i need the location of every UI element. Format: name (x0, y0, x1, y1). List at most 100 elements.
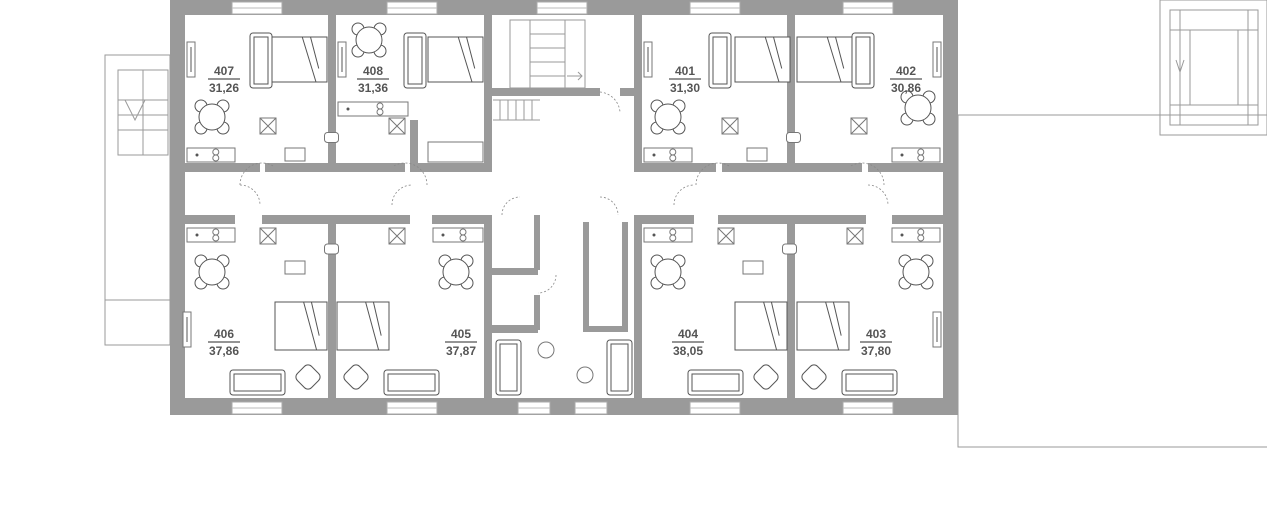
bed (274, 301, 328, 351)
unit-area: 31,36 (358, 81, 388, 95)
window (536, 1, 588, 15)
door-swing (850, 162, 885, 186)
tv-unit (932, 41, 942, 78)
right-external-stair (1159, 0, 1267, 136)
dining-table (194, 254, 230, 290)
window (842, 1, 894, 15)
unit-label-407: 407 31,26 (208, 64, 240, 95)
bed (796, 36, 853, 83)
kitchenette (643, 227, 693, 243)
bathroom-fixtures (721, 117, 868, 162)
planter (537, 341, 555, 359)
window (689, 1, 741, 15)
wardrobe (427, 141, 484, 163)
unit-label-403: 403 37,80 (860, 327, 892, 358)
dining-table (438, 254, 474, 290)
window (386, 1, 438, 15)
kitchenette (186, 227, 236, 243)
sofa (229, 369, 286, 396)
windows (231, 1, 894, 415)
unit-label-404: 404 38,05 (672, 327, 704, 358)
dining-table (650, 99, 686, 135)
tv-unit (932, 311, 942, 348)
window (689, 401, 741, 415)
bed (734, 36, 791, 83)
left-external-stair (104, 54, 171, 346)
door-swing (599, 196, 619, 216)
door-swing (673, 184, 695, 206)
window (842, 401, 894, 415)
sofa (687, 369, 744, 396)
bed (734, 301, 788, 351)
window (517, 401, 551, 415)
sofa (403, 32, 427, 89)
door-swing (537, 274, 557, 294)
unit-number: 406 (214, 327, 234, 341)
sofa (383, 369, 440, 396)
bathroom-fixtures (717, 227, 864, 275)
tv-unit (337, 41, 347, 78)
unit-labels: 407 31,26 408 31,36 401 31,30 402 30,86 406 37,86… (208, 64, 922, 358)
planter (576, 366, 594, 384)
unit-area: 38,05 (673, 344, 703, 358)
bed (427, 36, 484, 83)
unit-area: 37,87 (446, 344, 476, 358)
unit-area: 31,30 (670, 81, 700, 95)
unit-number: 401 (675, 64, 695, 78)
tv-unit (643, 41, 653, 78)
unit-number: 408 (363, 64, 383, 78)
unit-label-405: 405 37,87 (445, 327, 477, 358)
door-swing (393, 162, 428, 186)
unit-label-401: 401 31,30 (669, 64, 701, 95)
sofa (841, 369, 898, 396)
door-swing (239, 162, 274, 186)
door-swing (501, 196, 521, 216)
door-swing (867, 184, 889, 206)
dining-table (351, 22, 387, 58)
bed (336, 301, 390, 351)
unit-number: 404 (678, 327, 698, 341)
unit-area: 37,86 (209, 344, 239, 358)
armchair (343, 364, 369, 390)
bed (796, 301, 850, 351)
armchair (801, 364, 827, 390)
bathroom-fixtures (259, 227, 406, 275)
unit-label-402: 402 30,86 (890, 64, 922, 95)
armchair (295, 364, 321, 390)
unit-area: 30,86 (891, 81, 921, 95)
unit-label-408: 408 31,36 (357, 64, 389, 95)
furniture (182, 22, 942, 396)
dining-table (194, 99, 230, 135)
dining-table (650, 254, 686, 290)
window (231, 1, 283, 15)
kitchenette (186, 147, 236, 163)
unit-label-406: 406 37,86 (208, 327, 240, 358)
unit-number: 402 (896, 64, 916, 78)
bed (271, 36, 328, 83)
unit-number: 405 (451, 327, 471, 341)
dining-table (900, 90, 936, 126)
unit-number: 407 (214, 64, 234, 78)
armchair (753, 364, 779, 390)
kitchenette (891, 147, 941, 163)
sofa (249, 32, 273, 89)
central-stair (493, 19, 621, 121)
unit-number: 403 (866, 327, 886, 341)
door-swing (239, 184, 261, 206)
kitchenette (337, 101, 409, 117)
dining-table (898, 254, 934, 290)
sofa (495, 339, 522, 396)
bathroom-fixtures (259, 117, 406, 162)
window (574, 401, 608, 415)
kitchenette (432, 227, 484, 243)
unit-area: 31,26 (209, 81, 239, 95)
unit-area: 37,80 (861, 344, 891, 358)
door-swing (695, 162, 730, 186)
kitchenette (643, 147, 693, 163)
window (231, 401, 283, 415)
tv-unit (186, 41, 196, 78)
sofa (606, 339, 633, 396)
kitchenette (891, 227, 941, 243)
window (386, 401, 438, 415)
